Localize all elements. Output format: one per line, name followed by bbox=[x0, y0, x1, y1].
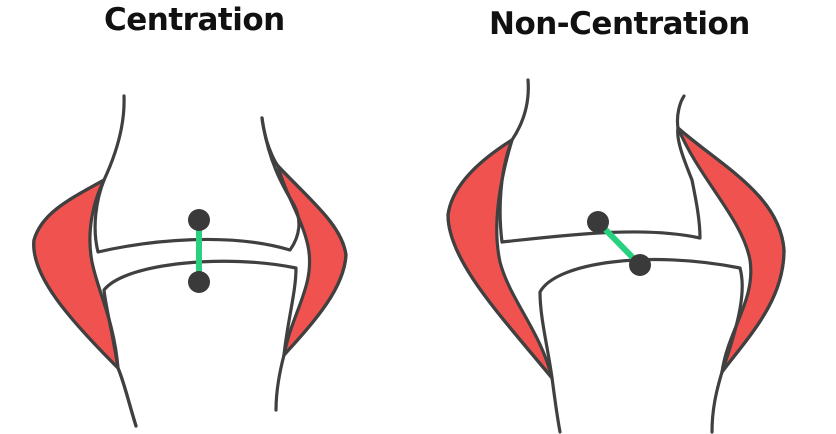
left-outer-contour-right bbox=[260, 116, 348, 357]
centration-title: Centration bbox=[104, 2, 285, 38]
centration-point-top bbox=[188, 209, 210, 231]
right-muscle-left bbox=[446, 138, 554, 380]
centration-point-bottom bbox=[188, 271, 210, 293]
non-centration-title: Non-Centration bbox=[489, 6, 750, 42]
right-outer-contour-left bbox=[446, 138, 554, 380]
centration-diagram bbox=[32, 94, 348, 428]
right-lower-bone bbox=[538, 257, 744, 434]
non-centration-point-top bbox=[587, 211, 609, 233]
non-centration-point-bottom bbox=[629, 254, 651, 276]
right-outer-contour-right bbox=[676, 126, 786, 374]
non-centration-diagram bbox=[446, 78, 786, 434]
left-muscle-left bbox=[32, 178, 120, 370]
left-upper-bone bbox=[93, 94, 301, 254]
left-outer-contour-left bbox=[32, 178, 138, 428]
right-muscle-right bbox=[676, 126, 786, 374]
